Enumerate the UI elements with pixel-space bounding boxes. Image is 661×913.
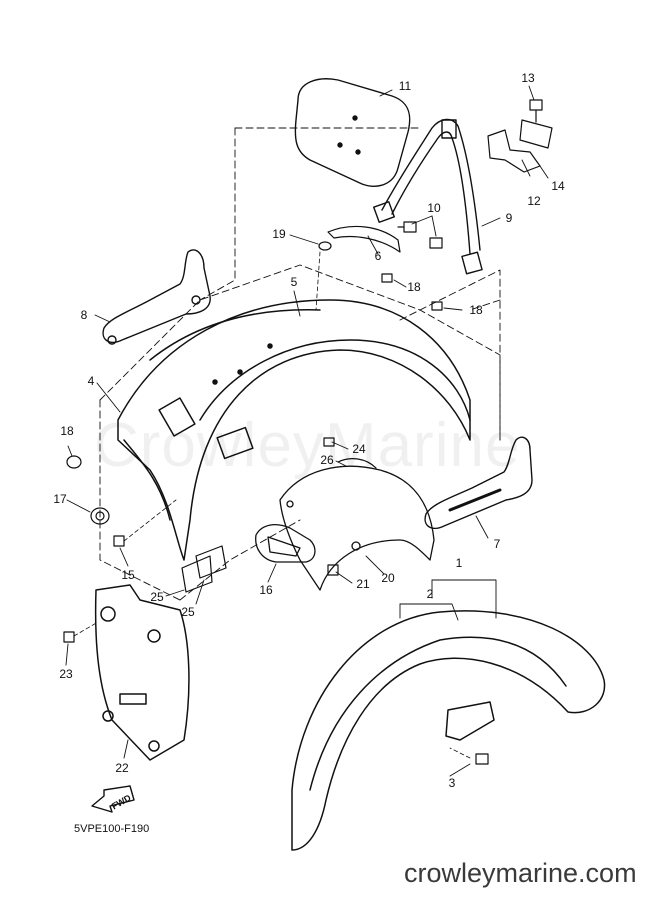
callout-18-top: 18: [407, 280, 421, 294]
callout-18-right: 18: [469, 303, 483, 317]
fwd-arrow: [91, 785, 135, 813]
callout-14: 14: [551, 179, 565, 193]
callout-5: 5: [290, 275, 298, 289]
seal-26: [337, 458, 377, 469]
callout-13: 13: [521, 71, 535, 85]
callout-16: 16: [259, 583, 273, 597]
rear-fender: [117, 299, 471, 561]
bracket-12: [487, 119, 553, 173]
front-fender: [291, 610, 606, 851]
side-cover-22: [94, 584, 190, 761]
callout-7: 7: [493, 537, 501, 551]
callout-18-left: 18: [60, 424, 74, 438]
backrest-pad: [294, 78, 411, 187]
reflector-16: [255, 524, 316, 563]
callout-1: 1: [455, 556, 463, 570]
callout-17: 17: [53, 492, 67, 506]
callout-25-right: 25: [181, 605, 195, 619]
callout-15: 15: [121, 568, 135, 582]
callout-12: 12: [527, 194, 541, 208]
bolt-21: [327, 564, 339, 576]
strip-6: [327, 225, 401, 253]
assembly-outline: [99, 127, 501, 601]
bolts-10: [397, 221, 443, 249]
callout-24: 24: [352, 442, 366, 456]
callout-2: 2: [426, 587, 434, 601]
callout-3: 3: [448, 776, 456, 790]
diagram-code: 5VPE100-F190: [74, 823, 150, 835]
footer-url[interactable]: crowleymarine.com: [404, 858, 637, 888]
callout-23: 23: [59, 667, 73, 681]
bolt-15: [113, 499, 177, 547]
plates-25: [181, 545, 227, 593]
washer-19: [318, 241, 332, 251]
nuts-18: [66, 273, 443, 469]
callout-25-left: 25: [150, 590, 164, 604]
callout-10: 10: [427, 201, 441, 215]
callout-6: 6: [374, 249, 382, 263]
callout-8: 8: [80, 308, 88, 322]
callout-26: 26: [320, 453, 334, 467]
bolt-23: [63, 621, 99, 643]
callout-21: 21: [356, 577, 370, 591]
watermark: CrowleyMarine: [94, 411, 521, 480]
callout-22: 22: [115, 761, 129, 775]
callout-11: 11: [398, 79, 412, 93]
clip-24: [323, 437, 335, 447]
side-bracket-7: [424, 436, 533, 530]
callout-9: 9: [505, 211, 513, 225]
backrest-tube: [373, 118, 483, 275]
side-bracket-8: [102, 249, 211, 345]
grommet-17: [90, 507, 110, 525]
callout-20: 20: [381, 571, 395, 585]
bolt-3: [449, 747, 489, 765]
inner-fender-20: [279, 465, 435, 591]
leader-lines: [65, 85, 549, 777]
bolt-13: [529, 99, 543, 123]
callout-19: 19: [272, 227, 286, 241]
callout-4: 4: [87, 374, 95, 388]
